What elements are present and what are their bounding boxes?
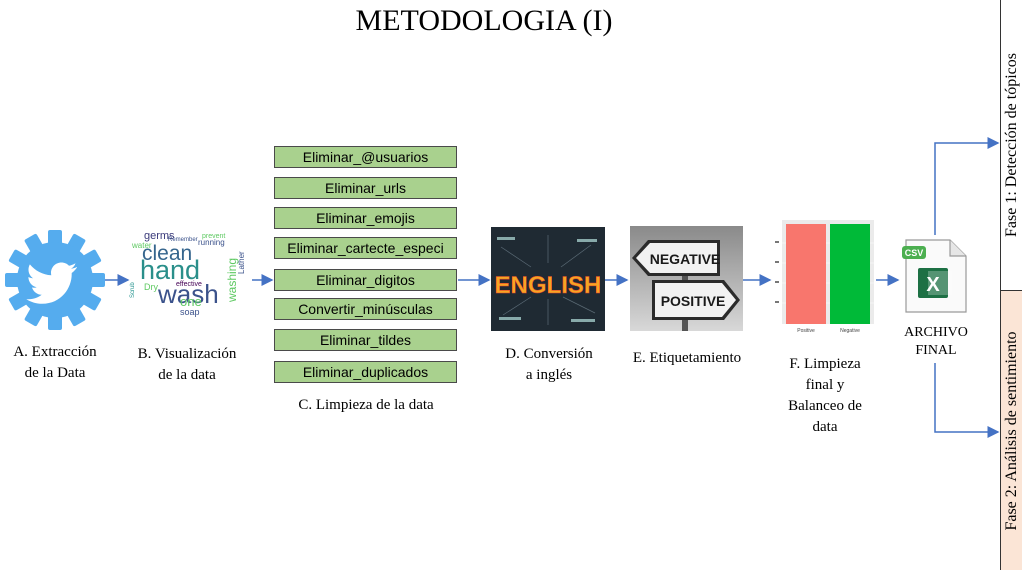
cleaning-step-digitos: Eliminar_digitos [274,269,457,291]
bar-label-negative: Negative [840,328,860,334]
cleaning-step-urls: Eliminar_urls [274,177,457,199]
svg-text:X: X [926,274,940,296]
page-title: METODOLOGIA (I) [355,4,613,37]
bar-positive [786,224,826,324]
balance-chart: Positive Negative [772,218,876,336]
wordcloud-word: soap [180,307,200,317]
cleaning-step-usuarios: Eliminar_@usuarios [274,146,457,168]
final-file-caption: ARCHIVO FINAL [890,324,982,360]
wordcloud-word: hand [140,255,200,285]
wordcloud-word: one [180,294,202,309]
wordcloud-word: washing [225,258,239,303]
wordcloud-word: germs [144,230,175,242]
wordcloud-word: prevent [202,233,225,240]
step-e-line1: E. Etiquetamiento [632,350,742,366]
wordcloud-word: water [131,241,152,250]
wordcloud-word: clean [142,242,192,265]
english-image: ENGLISH [491,227,605,331]
step-f-line1: F. Limpieza [789,356,861,372]
step-f-line3: Balanceo de [788,398,862,414]
cleaning-step-emojis: Eliminar_emojis [274,207,457,229]
step-d-caption: D. Conversión a inglés [490,344,608,386]
phase2-label: Fase 2: Análisis de sentimiento [1002,330,1020,531]
bar-negative [830,224,870,324]
phase2-panel: Fase 2: Análisis de sentimiento [1000,290,1022,570]
wordcloud-word: Remember [168,237,198,243]
arrow-final-phase2 [934,363,1000,438]
step-f-line2: final y [805,377,845,393]
step-b-line1: B. Visualización [137,346,237,362]
final-file-line1: ARCHIVO [904,325,968,340]
sentiment-signs-image: NEGATIVE POSITIVE [630,226,743,331]
step-b-caption: B. Visualización de la data [122,344,252,386]
wordcloud-word: Lather [237,251,246,274]
step-a-line1: A. Extracción [13,344,97,360]
wordcloud-image: clean hand wash germs washing soap water… [130,230,246,317]
cleaning-step-minusculas: Convertir_minúsculas [274,298,457,320]
wordcloud-word: effective [176,281,202,288]
step-f-line4: data [812,419,838,435]
step-a-caption: A. Extracción de la Data [0,342,110,384]
positive-sign-label: POSITIVE [661,293,726,309]
arrow-final-phase1 [934,137,1000,235]
english-word: ENGLISH [495,272,602,299]
negative-sign-label: NEGATIVE [650,251,721,267]
twitter-gear-icon [5,230,105,330]
step-a-line2: de la Data [24,365,86,381]
step-d-line2: a inglés [525,367,573,383]
step-b-line2: de la data [158,367,216,383]
bar-label-positive: Positive [797,328,815,334]
cleaning-step-caracteres: Eliminar_cartecte_especi [274,237,457,259]
final-file-line2: FINAL [915,343,957,358]
step-e-caption: E. Etiquetamiento [620,348,754,369]
phase1-label: Fase 1: Detección de tópicos [1002,53,1020,237]
wordcloud-word: Dry [144,282,158,292]
wordcloud-word: running [198,238,225,247]
cleaning-step-duplicados: Eliminar_duplicados [274,361,457,383]
wordcloud-word: wash [157,279,219,309]
csv-badge: CSV [905,248,924,258]
step-d-line1: D. Conversión [505,346,593,362]
step-f-caption: F. Limpieza final y Balanceo de data [770,354,880,438]
cleaning-step-tildes: Eliminar_tildes [274,329,457,351]
excel-csv-file-icon: CSV X [902,239,967,313]
phase1-panel: Fase 1: Detección de tópicos [1000,0,1022,290]
wordcloud-word: Scrub [130,282,136,298]
step-c-caption: C. Limpieza de la data [298,397,434,413]
